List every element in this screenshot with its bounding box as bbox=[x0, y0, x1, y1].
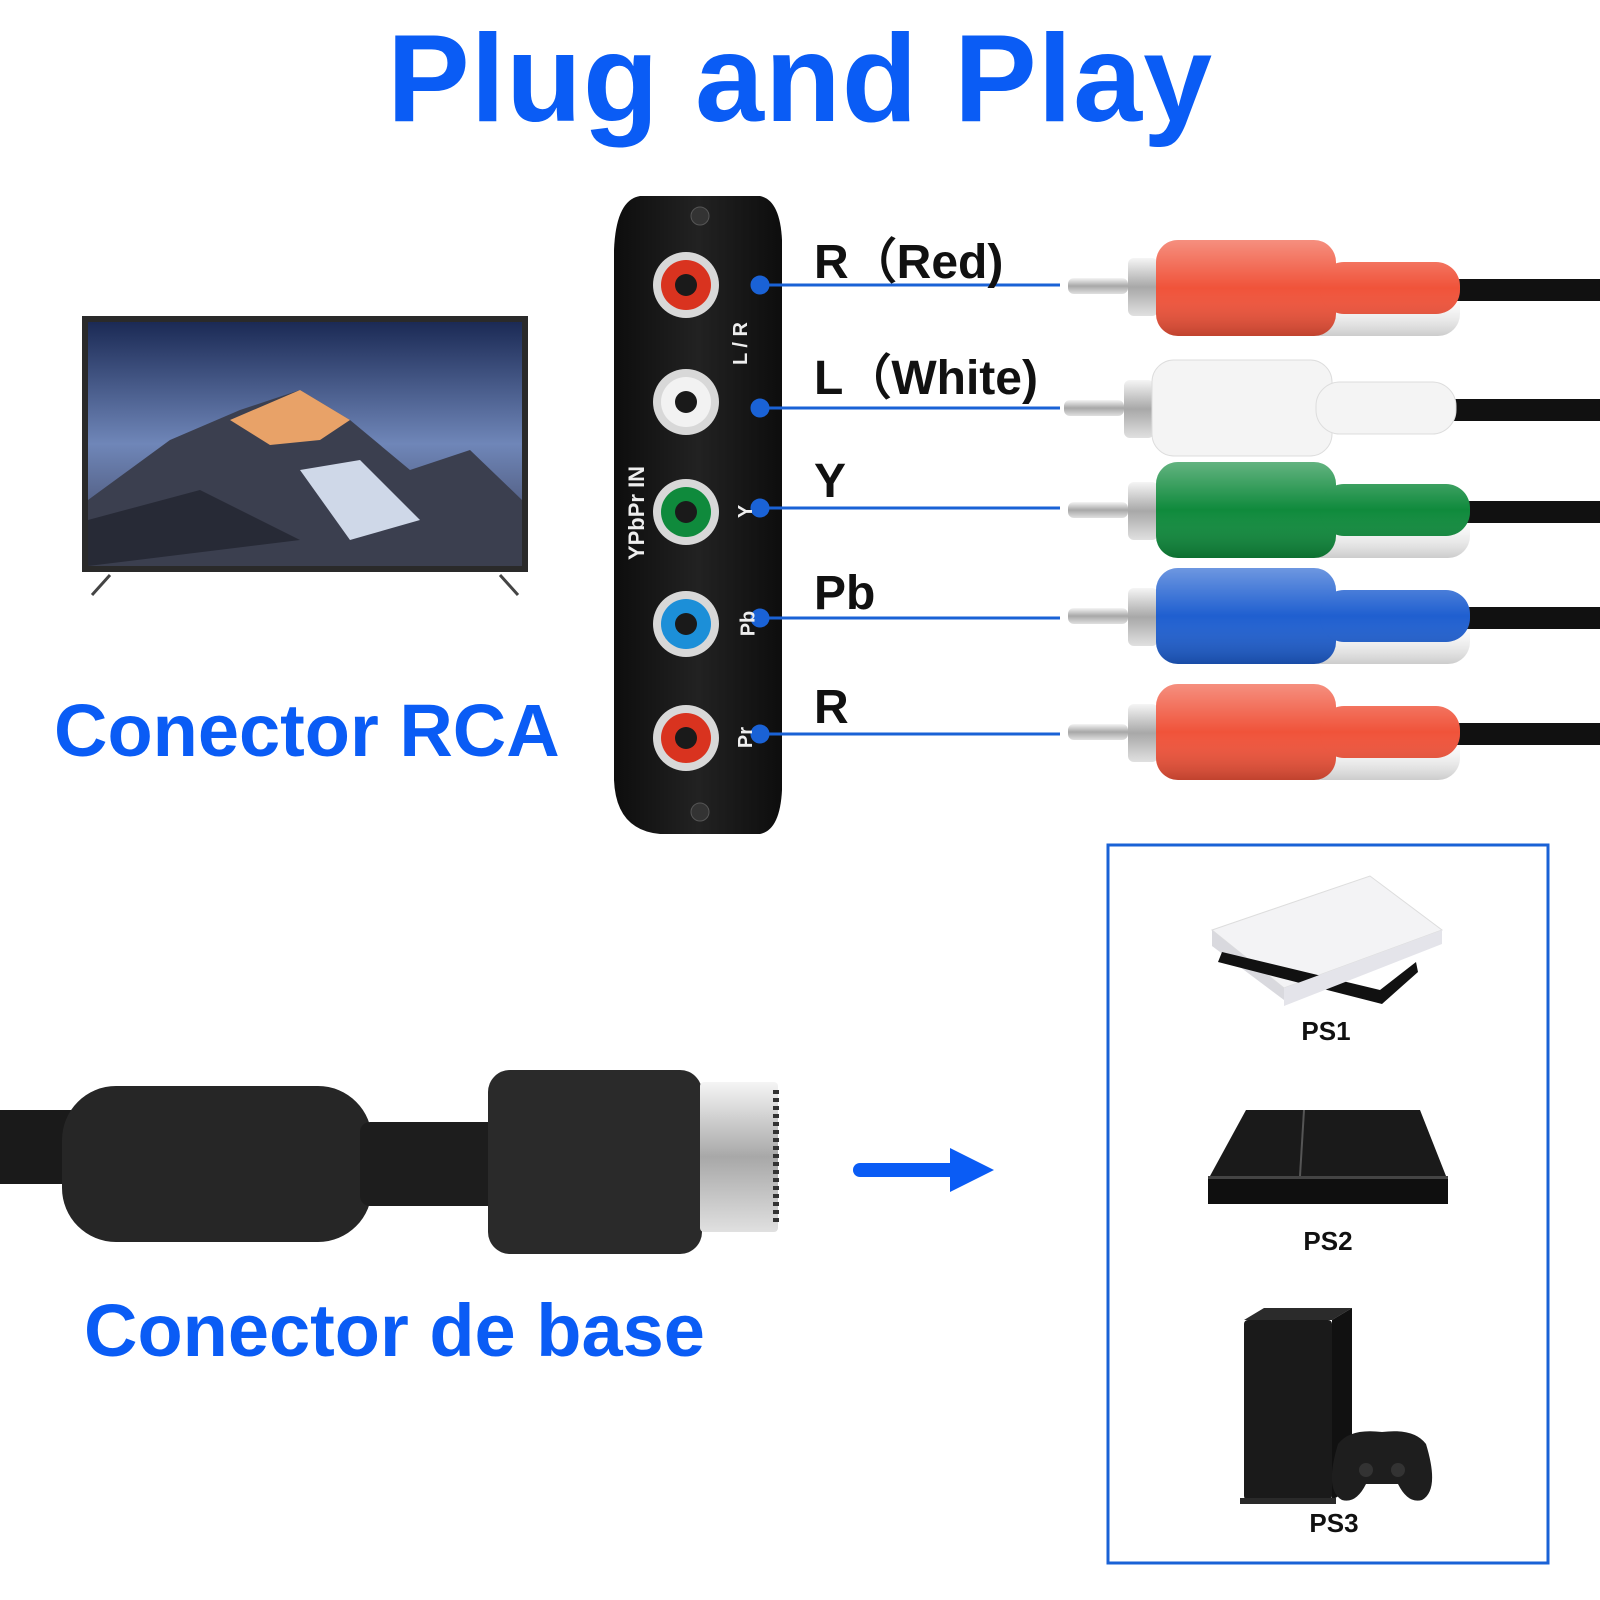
panel-label-y: Y bbox=[735, 504, 758, 519]
port-label-pb: Pb bbox=[814, 567, 876, 620]
rca-connector-label: Conector RCA bbox=[54, 689, 560, 772]
base-connector-label: Conector de base bbox=[84, 1289, 705, 1372]
rca-plug-red-2 bbox=[1068, 684, 1600, 780]
port-label-white: L（White) bbox=[814, 352, 1038, 405]
rca-plug-red-1 bbox=[1068, 240, 1600, 336]
jack-blue bbox=[653, 591, 719, 657]
tv-icon bbox=[82, 316, 528, 597]
controller-icon bbox=[1331, 1431, 1433, 1501]
rca-plug-blue bbox=[1068, 568, 1600, 664]
rca-plug-white bbox=[1064, 359, 1600, 457]
panel-label-ypbpr-in: YPbPr IN bbox=[624, 465, 650, 561]
av-multi-connector-icon bbox=[0, 1070, 779, 1254]
arrow-right-icon bbox=[853, 1148, 994, 1192]
page-title: Plug and Play bbox=[386, 10, 1214, 148]
leader-lines bbox=[750, 275, 1060, 744]
console-1-icon bbox=[1210, 875, 1444, 1006]
console-label-ps1: PS1 bbox=[1301, 1016, 1351, 1046]
jack-green bbox=[653, 479, 719, 545]
jack-white bbox=[653, 369, 719, 435]
console-label-ps3: PS3 bbox=[1309, 1508, 1359, 1538]
console-label-ps2: PS2 bbox=[1303, 1226, 1353, 1256]
console-2-icon bbox=[1208, 1109, 1448, 1204]
panel-label-pr: Pr bbox=[735, 726, 758, 749]
port-label-red: R（Red) bbox=[814, 236, 1004, 289]
jack-red-1 bbox=[653, 252, 719, 318]
jack-red-2 bbox=[653, 705, 719, 771]
console-frame bbox=[1106, 843, 1550, 1565]
port-label-r: R bbox=[814, 681, 849, 734]
rca-plug-green bbox=[1068, 462, 1600, 558]
panel-label-pb: Pb bbox=[737, 610, 760, 637]
panel-label-lr: L / R bbox=[729, 322, 752, 365]
port-label-y: Y bbox=[814, 455, 847, 508]
